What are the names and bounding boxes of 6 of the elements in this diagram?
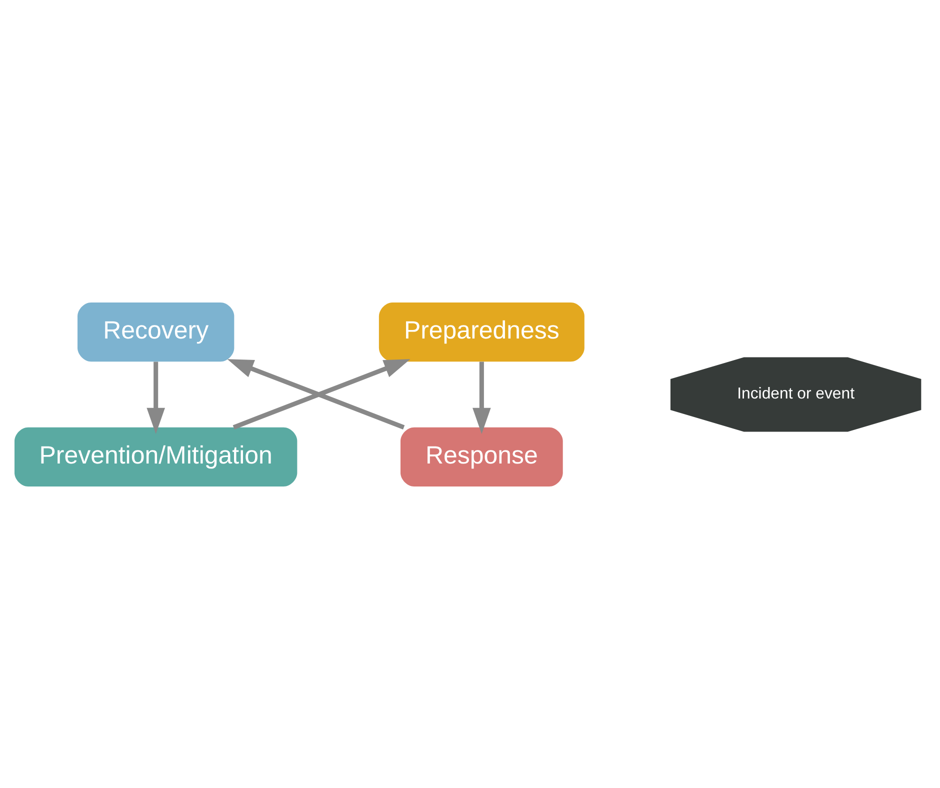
node-box: Prevention/Mitigation	[14, 426, 298, 486]
node-box: Preparedness	[378, 302, 584, 362]
arrow	[472, 361, 491, 434]
arrow	[146, 361, 165, 434]
node-box: Response	[400, 426, 563, 486]
node-box: Recovery	[78, 302, 234, 362]
